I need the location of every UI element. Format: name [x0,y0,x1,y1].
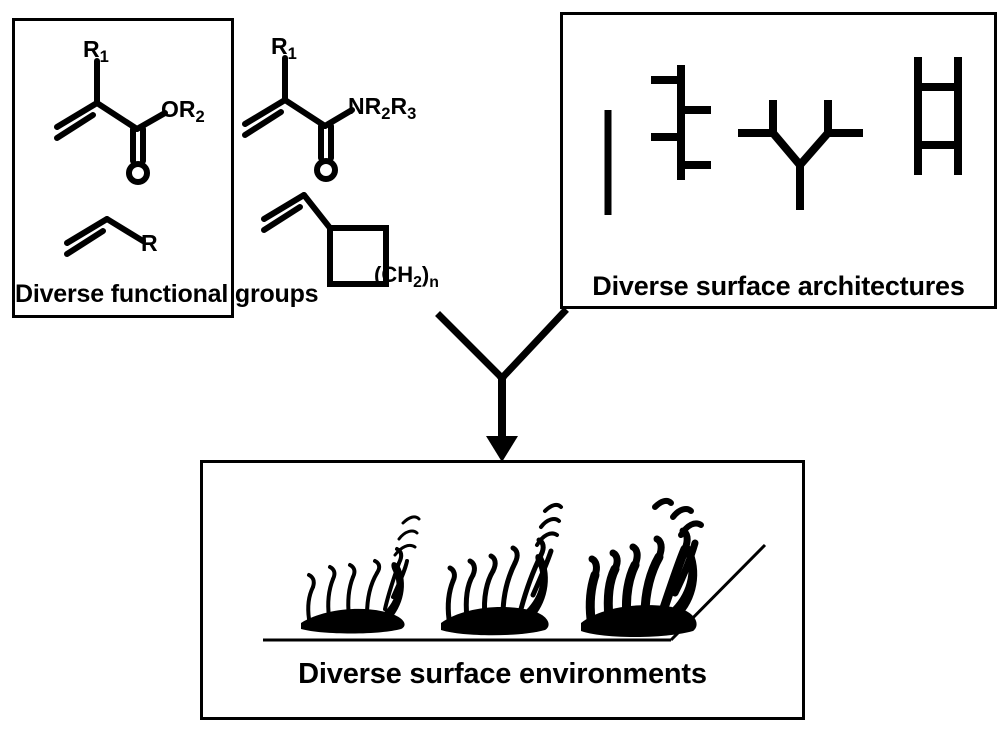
high-density-brush [581,497,704,637]
architecture-schematics [604,57,962,215]
structure-methacrylate-ester [54,58,168,164]
panel-environments: Diverse surface environments [200,460,805,720]
convergence-arrow [435,307,569,438]
arrowhead-icon [486,436,518,462]
caption-architectures: Diverse surface architectures [592,271,965,301]
label-ester-or2: OR2 [161,96,205,126]
architecture-ladder-chain [914,57,962,175]
carbonyl-oxygen-ester [126,161,150,185]
caption-functional-groups: Diverse functional groups [15,280,319,308]
low-density-brush [301,515,421,634]
structure-vinyl-substituted [64,216,146,257]
surface-environment-schematic [263,497,767,642]
label-vinyl-r: R [141,230,158,256]
architecture-comb-graft-chain [651,65,711,180]
panel-architectures: Diverse surface architectures [560,12,997,309]
label-methacrylate-r1: R1 [83,36,109,66]
panel-functional-groups: R1 OR2 R Diverse functional groups [12,18,319,318]
caption-environments: Diverse surface environments [298,658,707,690]
architecture-branched-chain [738,100,863,210]
functional-groups-structures: R1 OR2 R [54,36,205,257]
medium-density-brush [441,502,563,636]
